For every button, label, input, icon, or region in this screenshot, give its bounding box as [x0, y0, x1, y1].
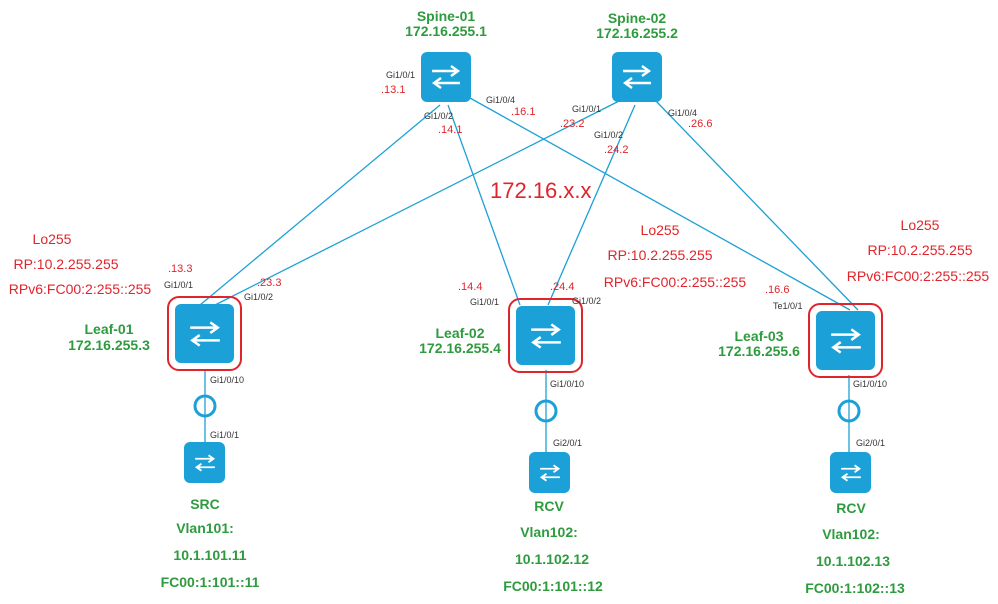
leaf-02-rpv6: RPv6:FC00:2:255::255	[603, 274, 747, 290]
port-label: Gi1/0/2	[572, 296, 602, 306]
ip-suffix-label: .23.3	[257, 277, 282, 289]
port-label: Gi1/0/10	[550, 379, 585, 389]
ip-suffix-label: .24.4	[550, 281, 575, 293]
ip-suffix-label: .24.2	[604, 144, 629, 156]
leaf-01-ip: 172.16.255.3	[68, 337, 150, 353]
leaf-01-loopback: Lo255	[32, 231, 72, 247]
ip-suffix-label: .16.1	[511, 106, 536, 118]
port-label: Gi2/0/1	[553, 438, 583, 448]
port-label: Gi1/0/1	[164, 280, 194, 290]
link-spine2-leaf2	[547, 104, 636, 306]
ip-suffix-label: .26.6	[688, 118, 713, 130]
port-label: Gi1/0/4	[486, 95, 516, 105]
port-channel-icon	[193, 394, 217, 418]
port-label: Te1/0/1	[773, 301, 803, 311]
port-label: Gi2/0/1	[856, 438, 886, 448]
port-label: Gi1/0/1	[470, 297, 500, 307]
spine-02-ip: 172.16.255.2	[596, 25, 678, 41]
ip-suffix-label: .14.1	[438, 124, 463, 136]
rcv-host-2-role: RCV	[836, 500, 866, 516]
spine-01-name: Spine-01	[416, 8, 476, 24]
port-label: Gi1/0/2	[594, 130, 624, 140]
port-label: Gi1/0/2	[424, 111, 454, 121]
src-host-ipv4: 10.1.101.11	[173, 547, 247, 563]
leaf-03-rpv6: RPv6:FC00:2:255::255	[846, 268, 990, 284]
port-label: Gi1/0/2	[244, 292, 274, 302]
leaf-03-name: Leaf-03	[734, 328, 784, 344]
leaf-01-name: Leaf-01	[84, 321, 134, 337]
network-label: 172.16.x.x	[490, 178, 592, 203]
leaf-03-frame	[808, 303, 883, 378]
rcv-host-1-role: RCV	[534, 498, 564, 514]
port-label: Gi1/0/1	[386, 70, 416, 80]
src-host-switch-icon[interactable]	[184, 442, 225, 483]
leaf-03-rp: RP:10.2.255.255	[867, 242, 973, 258]
leaf-03-switch-icon[interactable]	[816, 311, 875, 370]
leaf-01-rp: RP:10.2.255.255	[13, 256, 119, 272]
rcv-host-1-switch-icon[interactable]	[529, 452, 570, 493]
rcv-host-2-ipv4: 10.1.102.13	[816, 553, 890, 569]
link-spine2-leaf3	[654, 99, 859, 311]
ip-suffix-label: .23.2	[560, 118, 585, 130]
leaf-01-rpv6: RPv6:FC00:2:255::255	[8, 281, 152, 297]
ip-suffix-label: .13.1	[381, 84, 406, 96]
src-host-role: SRC	[190, 496, 220, 512]
spine-02-switch-icon[interactable]	[612, 52, 662, 102]
leaf-03-ip: 172.16.255.6	[718, 343, 800, 359]
link-spine2-leaf1	[214, 97, 626, 306]
spine-01-ip: 172.16.255.1	[405, 23, 487, 39]
leaf-03-loopback: Lo255	[900, 217, 940, 233]
leaf-02-loopback: Lo255	[640, 222, 680, 238]
leaf-01-frame	[167, 296, 242, 371]
port-label: Gi1/0/10	[853, 379, 888, 389]
rcv-host-2-ipv6: FC00:1:102::13	[805, 580, 905, 596]
spine-02-name: Spine-02	[607, 10, 667, 26]
ip-suffix-label: .16.6	[765, 284, 790, 296]
link-spine1-leaf3	[469, 97, 851, 311]
port-label: Gi1/0/10	[210, 375, 245, 385]
port-label: Gi1/0/4	[668, 108, 698, 118]
leaf-02-switch-icon[interactable]	[516, 306, 575, 365]
leaf-02-name: Leaf-02	[435, 325, 485, 341]
ip-suffix-label: .14.4	[458, 281, 483, 293]
leaf-02-rp: RP:10.2.255.255	[607, 247, 713, 263]
port-label: Gi1/0/1	[210, 430, 240, 440]
rcv-host-2-vlan: Vlan102:	[822, 526, 880, 542]
src-host-vlan: Vlan101:	[176, 520, 234, 536]
port-channel-icon	[534, 399, 558, 423]
spine-01-switch-icon[interactable]	[421, 52, 471, 102]
rcv-host-1-ipv4: 10.1.102.12	[515, 551, 589, 567]
leaf-02-ip: 172.16.255.4	[419, 340, 501, 356]
ip-suffix-label: .13.3	[168, 263, 193, 275]
link-spine1-leaf1	[199, 104, 441, 306]
link-spine1-leaf2	[447, 104, 521, 306]
leaf-01-switch-icon[interactable]	[175, 304, 234, 363]
leaf-02-frame	[508, 298, 583, 373]
port-label: Gi1/0/1	[572, 104, 602, 114]
port-channel-icon	[837, 399, 861, 423]
rcv-host-2-switch-icon[interactable]	[830, 452, 871, 493]
rcv-host-1-ipv6: FC00:1:101::12	[503, 578, 603, 594]
rcv-host-1-vlan: Vlan102:	[520, 524, 578, 540]
src-host-ipv6: FC00:1:101::11	[160, 574, 260, 590]
